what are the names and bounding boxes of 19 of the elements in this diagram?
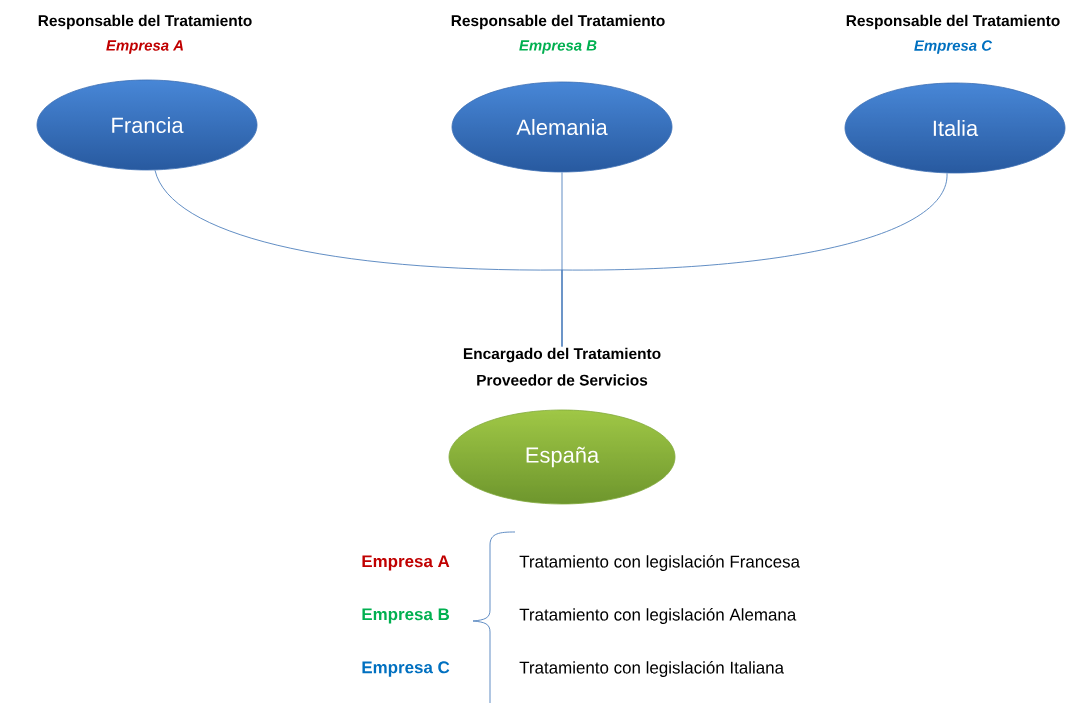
company-label: Empresa A (362, 555, 450, 571)
treatment-text: Tratamiento con legislación Italiana (519, 661, 784, 677)
role-heading: Responsable del Tratamiento (38, 14, 252, 30)
role-heading: Encargado del Tratamiento (463, 347, 661, 363)
company-label: Empresa B (362, 608, 449, 624)
company-label: Empresa C (914, 40, 993, 54)
treatment-text: Tratamiento con legislación Francesa (519, 555, 800, 571)
connector-line (561, 172, 948, 347)
role-heading: Responsable del Tratamiento (451, 14, 665, 30)
company-label: Empresa B (519, 40, 597, 54)
ellipse-node: Francia (36, 79, 258, 171)
ellipse-node: España (448, 409, 676, 505)
ellipse-node: Alemania (451, 81, 673, 173)
ellipse-node: Italia (844, 82, 1066, 174)
treatment-text: Tratamiento con legislación Alemana (519, 608, 797, 624)
role-heading: Proveedor de Servicios (477, 374, 648, 386)
role-heading: Responsable del Tratamiento (846, 14, 1060, 30)
company-label: Empresa A (106, 40, 183, 54)
company-label: Empresa C (362, 661, 450, 677)
